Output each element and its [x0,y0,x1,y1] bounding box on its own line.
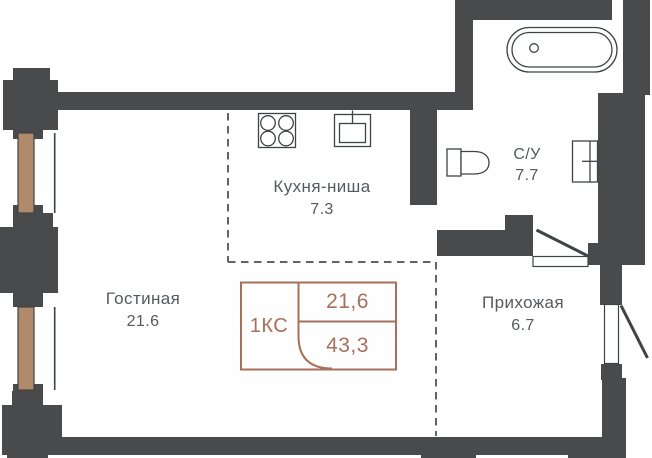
wall-segment [44,437,626,455]
wall-segment [601,364,622,380]
zone-boundaries [227,113,437,436]
hallway-label: Прихожая 6.7 [433,291,613,337]
total-area-value: 43,3 [326,334,369,357]
room-name: Гостиная [105,289,181,308]
toilet-icon [446,148,490,177]
room-name: С/У [513,146,541,163]
wall-segment [568,450,626,458]
wall-pillar [7,450,48,458]
living-room-label: Гостиная 21.6 [53,287,233,333]
wall-segment [421,450,476,458]
wall-segment [437,215,533,256]
windows [17,132,56,391]
wall-segment [410,110,437,205]
wall-pillar [0,227,58,293]
bathroom-label: С/У 7.7 [487,144,567,186]
room-name: Кухня-ниша [273,177,371,196]
kitchen-label: Кухня-ниша 7.3 [232,175,412,221]
apartment-info-box-frame [240,281,397,371]
room-area: 7.3 [310,201,334,218]
room-area: 7.7 [515,167,539,184]
bathtub-icon [506,26,618,73]
kitchen-sink-icon [333,110,372,148]
washbasin-icon [571,140,599,183]
door-swing-icon [619,304,649,359]
wall-pillar [13,213,53,227]
window-icon [17,132,35,214]
window-icon [17,306,35,391]
wall-segment [48,92,473,110]
room-area: 6.7 [511,317,535,334]
bathroom-door [532,228,590,268]
room-area: 21.6 [126,313,160,330]
wall-pillar [13,293,43,307]
door-swing-icon [535,228,590,258]
wall-pillar [2,405,62,455]
room-name: Прихожая [482,293,564,312]
apartment-type-label: 1КС [249,314,289,337]
wall-segment [588,243,622,265]
wall-pillar [13,68,50,82]
wall-segment [623,0,650,95]
wall-segment [600,265,622,305]
wall-segment [455,0,473,110]
room-area-value: 21,6 [326,290,369,313]
stove-icon [257,112,297,149]
wall-pillar [12,391,43,407]
wall-segment [455,0,612,20]
wall-pillar [3,80,58,130]
wall-segment [598,93,645,265]
entrance-door [603,303,649,365]
door-threshold [532,255,589,268]
